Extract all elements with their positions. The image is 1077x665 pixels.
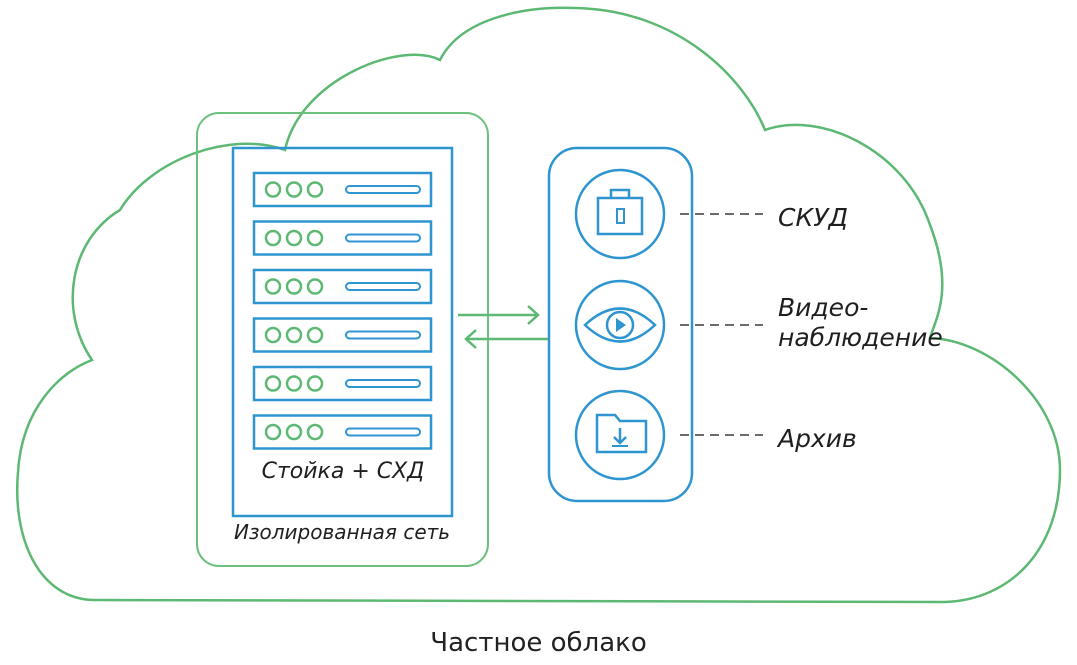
- service-label-video-line2: наблюдение: [778, 323, 943, 352]
- arrow-left: [464, 329, 548, 349]
- folder-download-icon: [574, 389, 666, 481]
- server-unit: [252, 171, 433, 208]
- rack-caption: Стойка + СХД: [261, 459, 425, 484]
- server-unit: [252, 317, 433, 353]
- server-led-indicator: [264, 181, 282, 198]
- server-drive-slot: [345, 282, 421, 291]
- lock-icon: [574, 168, 666, 260]
- server-led-indicator: [285, 375, 303, 392]
- server-led-indicator: [285, 181, 303, 198]
- server-led-indicator: [306, 423, 324, 441]
- server-led-indicator: [264, 326, 282, 344]
- server-led-indicator: [306, 326, 324, 344]
- server-led-indicator: [285, 423, 303, 441]
- service-label-archive: Архив: [778, 424, 857, 453]
- server-led-indicator: [264, 375, 282, 392]
- server-led-indicator: [285, 278, 303, 295]
- server-led-indicator: [306, 229, 324, 247]
- services-panel: [547, 146, 694, 503]
- server-led-indicator: [285, 326, 303, 344]
- isolated-network-box: [196, 112, 489, 567]
- server-led-indicator: [264, 423, 282, 441]
- cloud-outline: [15, 6, 1062, 604]
- server-led-indicator: [306, 278, 324, 295]
- eye-play-icon: [574, 279, 666, 371]
- server-drive-slot: [345, 379, 421, 388]
- server-led-indicator: [306, 375, 324, 392]
- server-led-indicator: [264, 229, 282, 247]
- server-led-indicator: [285, 229, 303, 247]
- server-drive-slot: [345, 427, 421, 437]
- server-unit: [252, 414, 433, 450]
- server-unit: [252, 220, 433, 256]
- server-unit: [252, 365, 433, 402]
- server-drive-slot: [345, 233, 421, 243]
- server-drive-slot: [345, 185, 421, 194]
- cloud-title: Частное облако: [430, 628, 647, 658]
- rack-units: [252, 171, 433, 450]
- server-led-indicator: [306, 181, 324, 198]
- server-rack: [231, 146, 454, 518]
- server-unit: [252, 268, 433, 305]
- service-label-video-line1: Видео-: [778, 293, 869, 322]
- arrow-right: [458, 305, 540, 325]
- server-drive-slot: [345, 330, 421, 340]
- service-label-video: Видео- наблюдение: [778, 293, 943, 353]
- network-caption: Изолированная сеть: [233, 520, 451, 544]
- server-led-indicator: [264, 278, 282, 295]
- service-label-skud: СКУД: [778, 203, 848, 232]
